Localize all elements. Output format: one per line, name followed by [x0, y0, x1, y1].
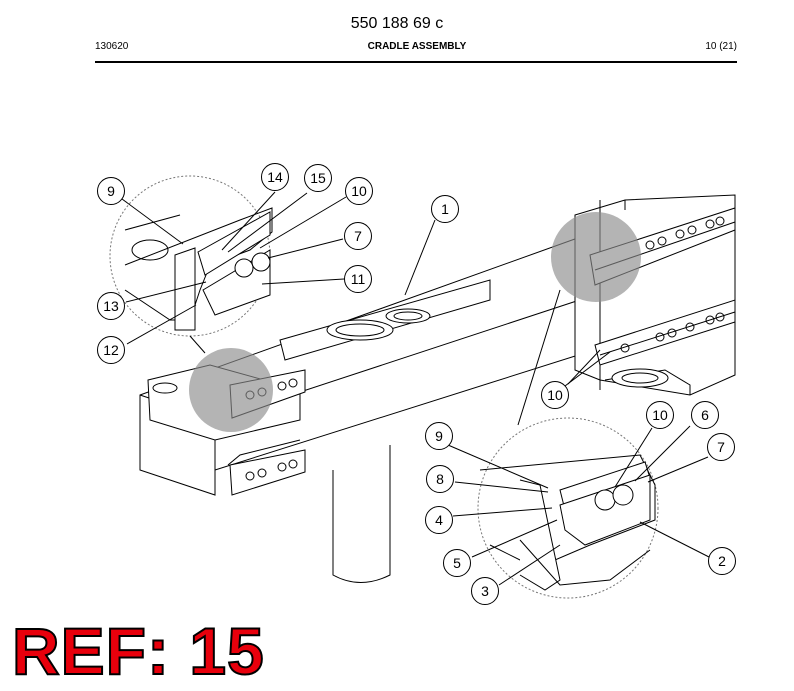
- callout-label: 9: [107, 183, 115, 199]
- callout-label: 13: [103, 298, 119, 314]
- callout-label: 12: [103, 342, 119, 358]
- callout-label: 8: [436, 471, 444, 487]
- callout-11: 11: [344, 265, 372, 293]
- callout-14: 14: [261, 163, 289, 191]
- cradle-linework: [139, 194, 736, 583]
- page-number: 10 (21): [705, 41, 737, 52]
- detail-zone-left: [189, 348, 273, 432]
- page-title: CRADLE ASSEMBLY: [367, 41, 467, 52]
- callout-label: 3: [481, 583, 489, 599]
- leader-lines: [121, 191, 710, 586]
- callout-4: 4: [425, 506, 453, 534]
- callout-label: 6: [701, 407, 709, 423]
- callout-15: 15: [304, 164, 332, 192]
- callout-7b: 7: [707, 433, 735, 461]
- callout-2: 2: [708, 547, 736, 575]
- callout-5: 5: [443, 549, 471, 577]
- ref-label: REF: 15: [11, 614, 265, 688]
- callout-label: 2: [718, 553, 726, 569]
- callouts: 9 14 15 10 1 7 11 13 12 10 10 6 9 7 8 4 …: [97, 163, 736, 605]
- callout-1: 1: [431, 195, 459, 223]
- callout-label: 7: [354, 228, 362, 244]
- callout-label: 1: [441, 201, 449, 217]
- callout-label: 14: [267, 169, 283, 185]
- callout-6: 6: [691, 401, 719, 429]
- document-number: 550 188 69 c: [350, 15, 444, 32]
- callout-label: 11: [351, 271, 366, 287]
- callout-label: 9: [435, 428, 443, 444]
- header-rule: [95, 61, 737, 63]
- callout-9a: 9: [97, 177, 125, 205]
- callout-8: 8: [426, 465, 454, 493]
- callout-label: 7: [717, 439, 725, 455]
- callout-label: 5: [453, 555, 461, 571]
- callout-7a: 7: [344, 222, 372, 250]
- detail-view-lower-right: [477, 417, 659, 599]
- callout-label: 10: [547, 387, 563, 403]
- callout-10b: 10: [541, 381, 569, 409]
- callout-13: 13: [97, 292, 125, 320]
- callout-10c: 10: [646, 401, 674, 429]
- callout-label: 15: [310, 170, 326, 186]
- callout-label: 4: [435, 512, 443, 528]
- callout-9b: 9: [425, 422, 453, 450]
- callout-label: 10: [351, 183, 367, 199]
- detail-zone-right: [551, 212, 641, 302]
- date-code: 130620: [95, 41, 129, 52]
- callout-12: 12: [97, 336, 125, 364]
- callout-label: 10: [652, 407, 668, 423]
- callout-10a: 10: [345, 177, 373, 205]
- callout-3: 3: [471, 577, 499, 605]
- detail-view-upper-left: [109, 175, 273, 337]
